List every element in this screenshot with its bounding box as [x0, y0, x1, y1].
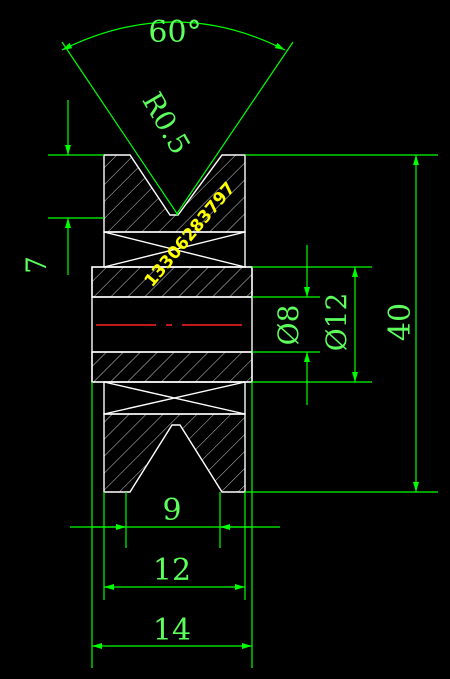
- inner-width-label: 12: [153, 553, 191, 588]
- hub-dim-label: Ø12: [320, 293, 353, 352]
- hub-lower-hatch: [91, 351, 253, 383]
- bottom-rim-section: [103, 413, 246, 493]
- pulley-body: [91, 154, 253, 493]
- left-dim-label: 7: [20, 256, 53, 274]
- groove-dim-label: 9: [162, 493, 181, 528]
- height-dim-label: 40: [383, 303, 418, 341]
- radius-label: R0.5: [136, 87, 197, 160]
- dimension-lines: [48, 21, 438, 668]
- angle-label: 60°: [148, 15, 201, 50]
- angle-arc: [61, 21, 286, 51]
- dimension-labels: 60° R0.5 7 Ø8 Ø12 40 9 12 14: [20, 15, 418, 648]
- outer-width-label: 14: [153, 613, 191, 648]
- bore-dim-label: Ø8: [272, 305, 305, 346]
